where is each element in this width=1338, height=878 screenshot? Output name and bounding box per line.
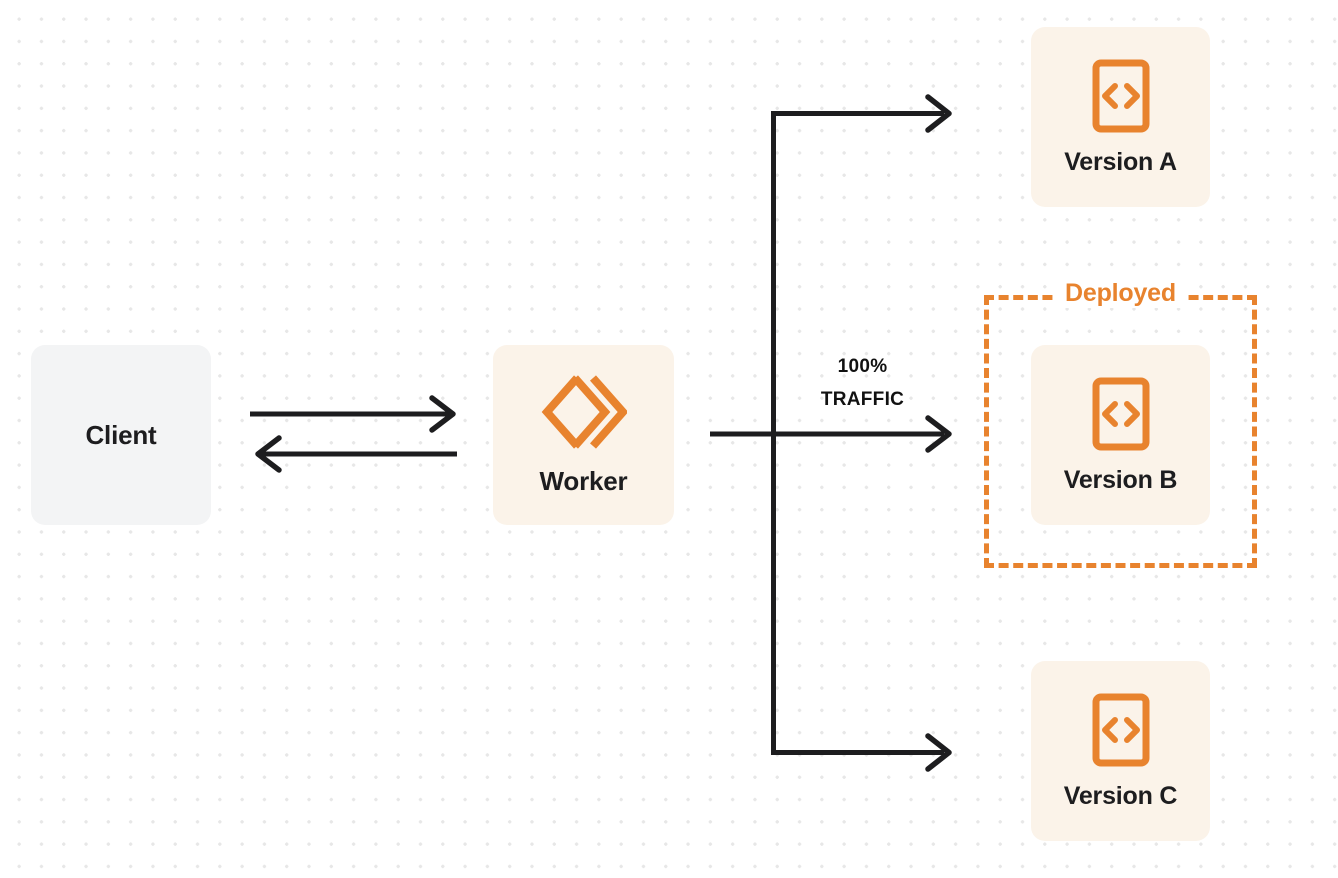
node-version-a[interactable]: Version A — [1031, 27, 1210, 207]
node-worker-label: Worker — [539, 465, 628, 496]
node-version-c-label: Version C — [1063, 781, 1178, 810]
edge-client-to-worker — [250, 395, 456, 433]
code-file-icon — [1091, 692, 1151, 768]
node-worker[interactable]: Worker — [493, 345, 674, 525]
code-file-icon — [1091, 376, 1151, 452]
code-file-icon — [1091, 58, 1151, 134]
traffic-annotation: 100% TRAFFIC — [790, 350, 935, 416]
deployed-group: Deployed — [984, 278, 1257, 568]
node-version-a-label: Version A — [1064, 147, 1177, 176]
node-client-label: Client — [85, 419, 157, 450]
node-client[interactable]: Client — [31, 345, 211, 525]
traffic-word: TRAFFIC — [820, 389, 905, 410]
traffic-percent: 100% — [837, 356, 888, 377]
node-version-b[interactable]: Version B — [1031, 345, 1210, 525]
edge-to-version-a — [771, 94, 952, 133]
node-version-b-label: Version B — [1063, 465, 1178, 494]
edge-to-version-c — [771, 733, 952, 772]
edge-to-version-b — [773, 415, 952, 453]
node-version-c[interactable]: Version C — [1031, 661, 1210, 841]
deployed-group-label: Deployed — [1056, 278, 1185, 308]
edge-worker-to-client — [255, 435, 457, 473]
cloudflare-workers-logo-icon — [541, 374, 628, 450]
